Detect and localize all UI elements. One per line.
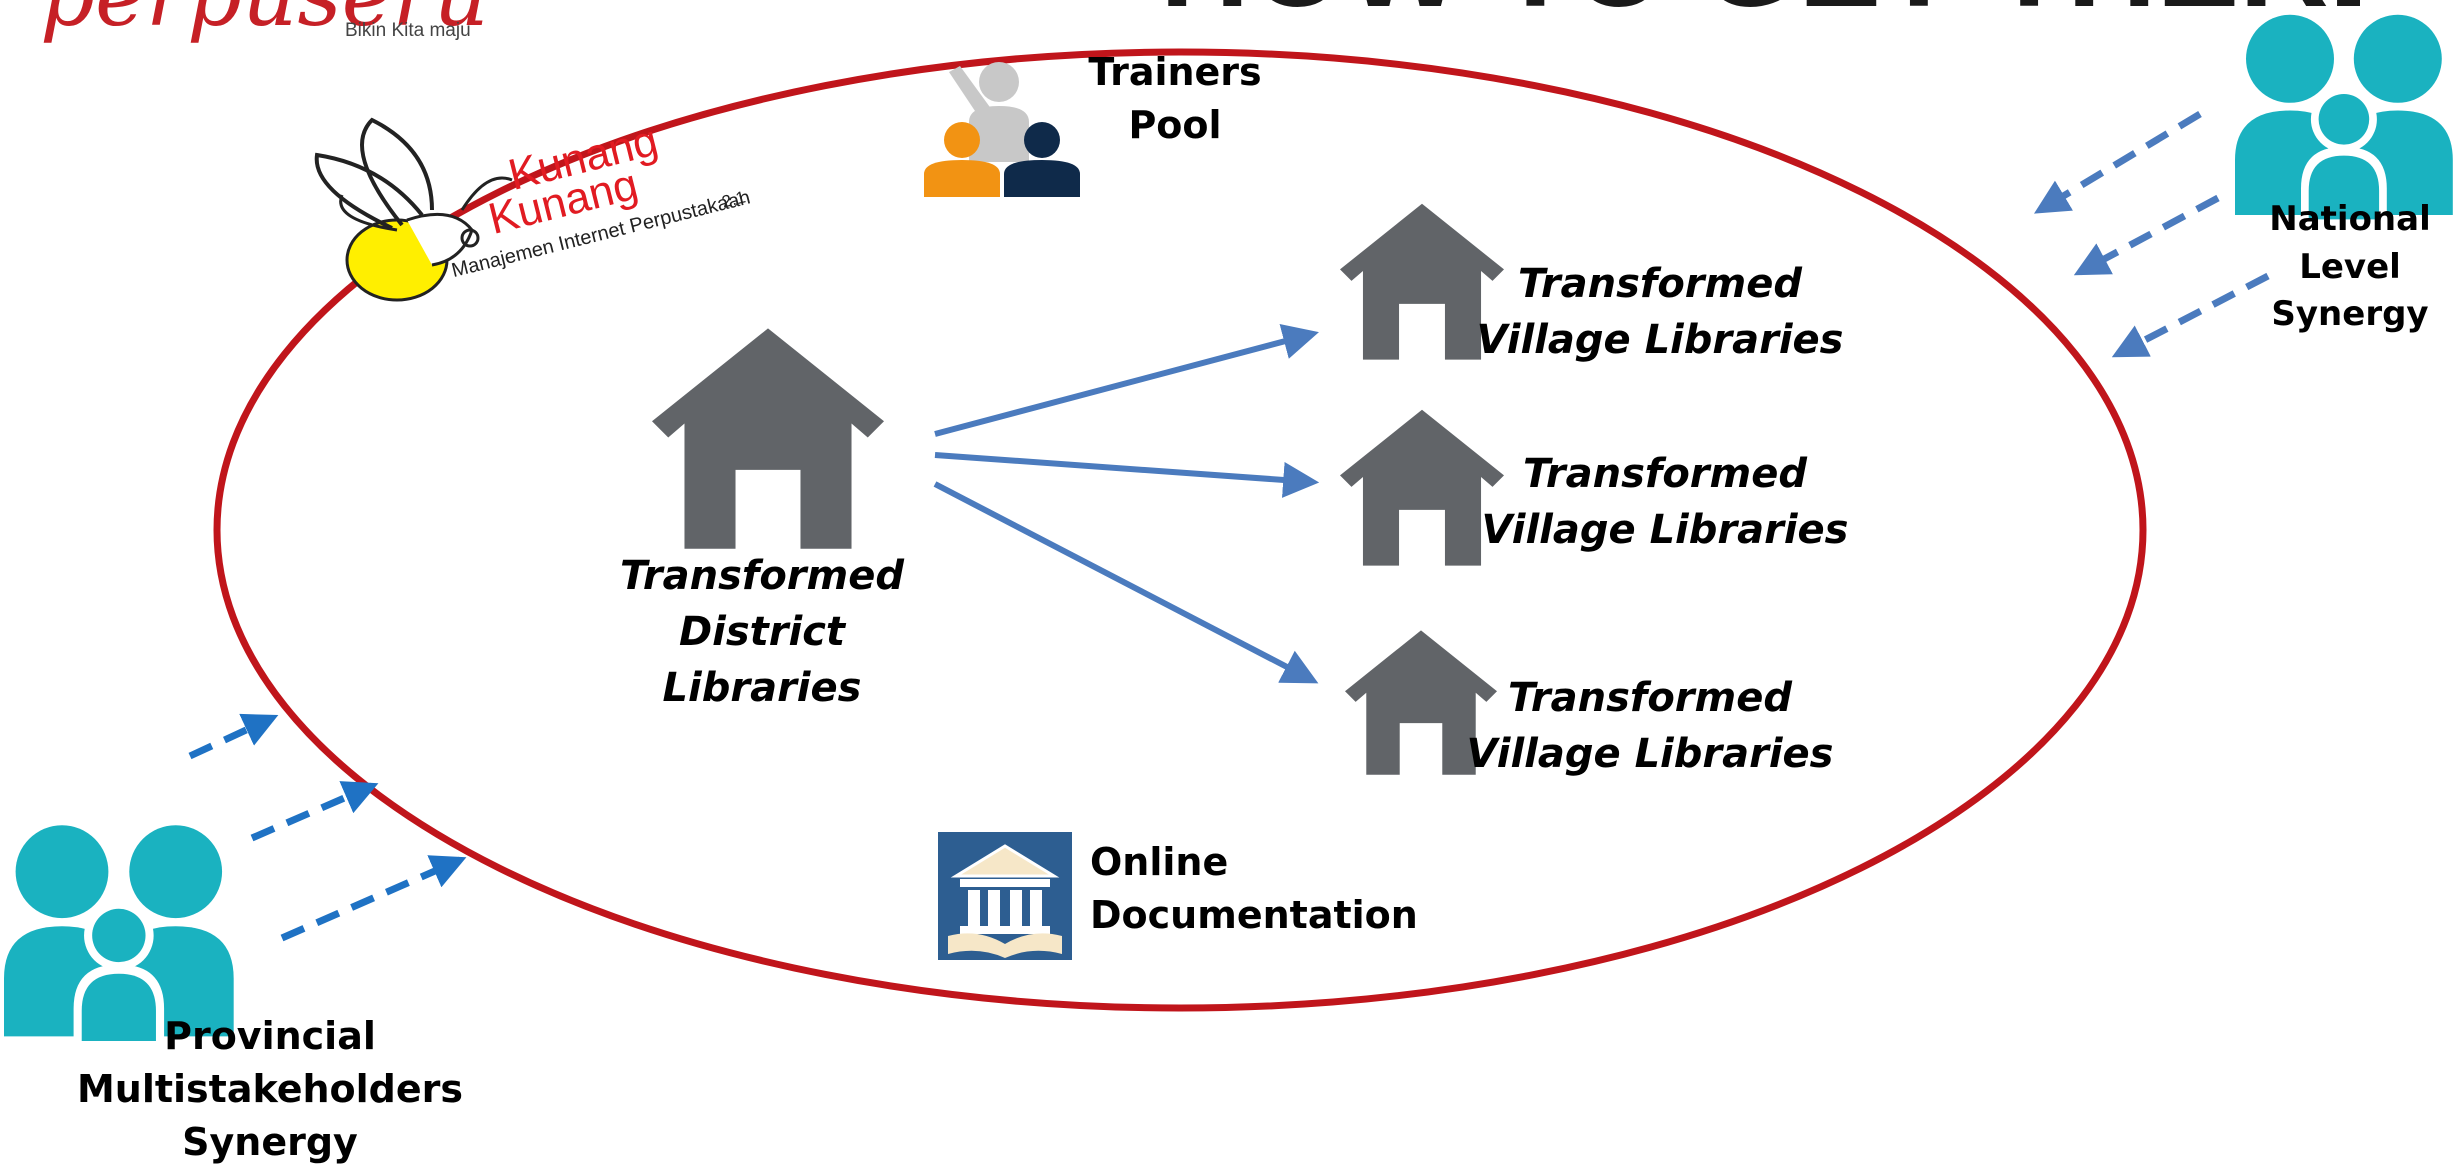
provincial-multistakeholders-synergy-label: Provincial Multistakeholders Synergy xyxy=(76,1014,464,1165)
national-synergy-arrow-3 xyxy=(2111,272,2270,358)
national-level-synergy-label: National Level Synergy xyxy=(2269,199,2431,335)
national-synergy-people-icon xyxy=(2235,14,2453,220)
arrow-to-village-2 xyxy=(934,452,1320,498)
trainers-icon xyxy=(924,62,1080,197)
provincial-synergy-people-icon xyxy=(4,825,234,1042)
village-libraries-label-1: Transformed Village Libraries xyxy=(1476,261,1844,363)
online-documentation-icon xyxy=(938,832,1072,960)
district-libraries-label: Transformed District Libraries xyxy=(620,553,904,711)
trainers-pool-label: Trainers Pool xyxy=(1088,50,1262,148)
arrow-to-village-1 xyxy=(934,323,1319,437)
kunang-kunang-logo-firefly-icon xyxy=(314,117,513,302)
district-library-house-icon xyxy=(652,328,884,549)
provincial-synergy-arrow-1 xyxy=(188,713,279,760)
national-synergy-arrow-1 xyxy=(2033,110,2202,214)
arrow-to-village-3 xyxy=(933,481,1319,684)
diagram-canvas xyxy=(4,14,2453,1042)
perpuseru-logo-tagline: Bikin Kita maju xyxy=(345,20,471,41)
perpuseru-logo: perpuseru Bikin Kita maju xyxy=(0,0,560,50)
village-libraries-label-2: Transformed Village Libraries xyxy=(1481,451,1849,553)
scope-ellipse xyxy=(213,48,2147,1012)
provincial-synergy-arrow-3 xyxy=(280,855,467,942)
provincial-synergy-arrow-2 xyxy=(250,781,379,842)
national-synergy-arrow-2 xyxy=(2073,194,2220,276)
kunang-kunang-logo: Kunang Kunang 2.1 Manajemen Internet Per… xyxy=(310,110,780,300)
slide-title: HOW TO GET THERE? xyxy=(1160,0,2360,24)
village-libraries-label-3: Transformed Village Libraries xyxy=(1466,675,1834,777)
online-documentation-label: Online Documentation xyxy=(1090,840,1418,938)
perpuseru-logo-script: perpuseru xyxy=(40,0,489,46)
